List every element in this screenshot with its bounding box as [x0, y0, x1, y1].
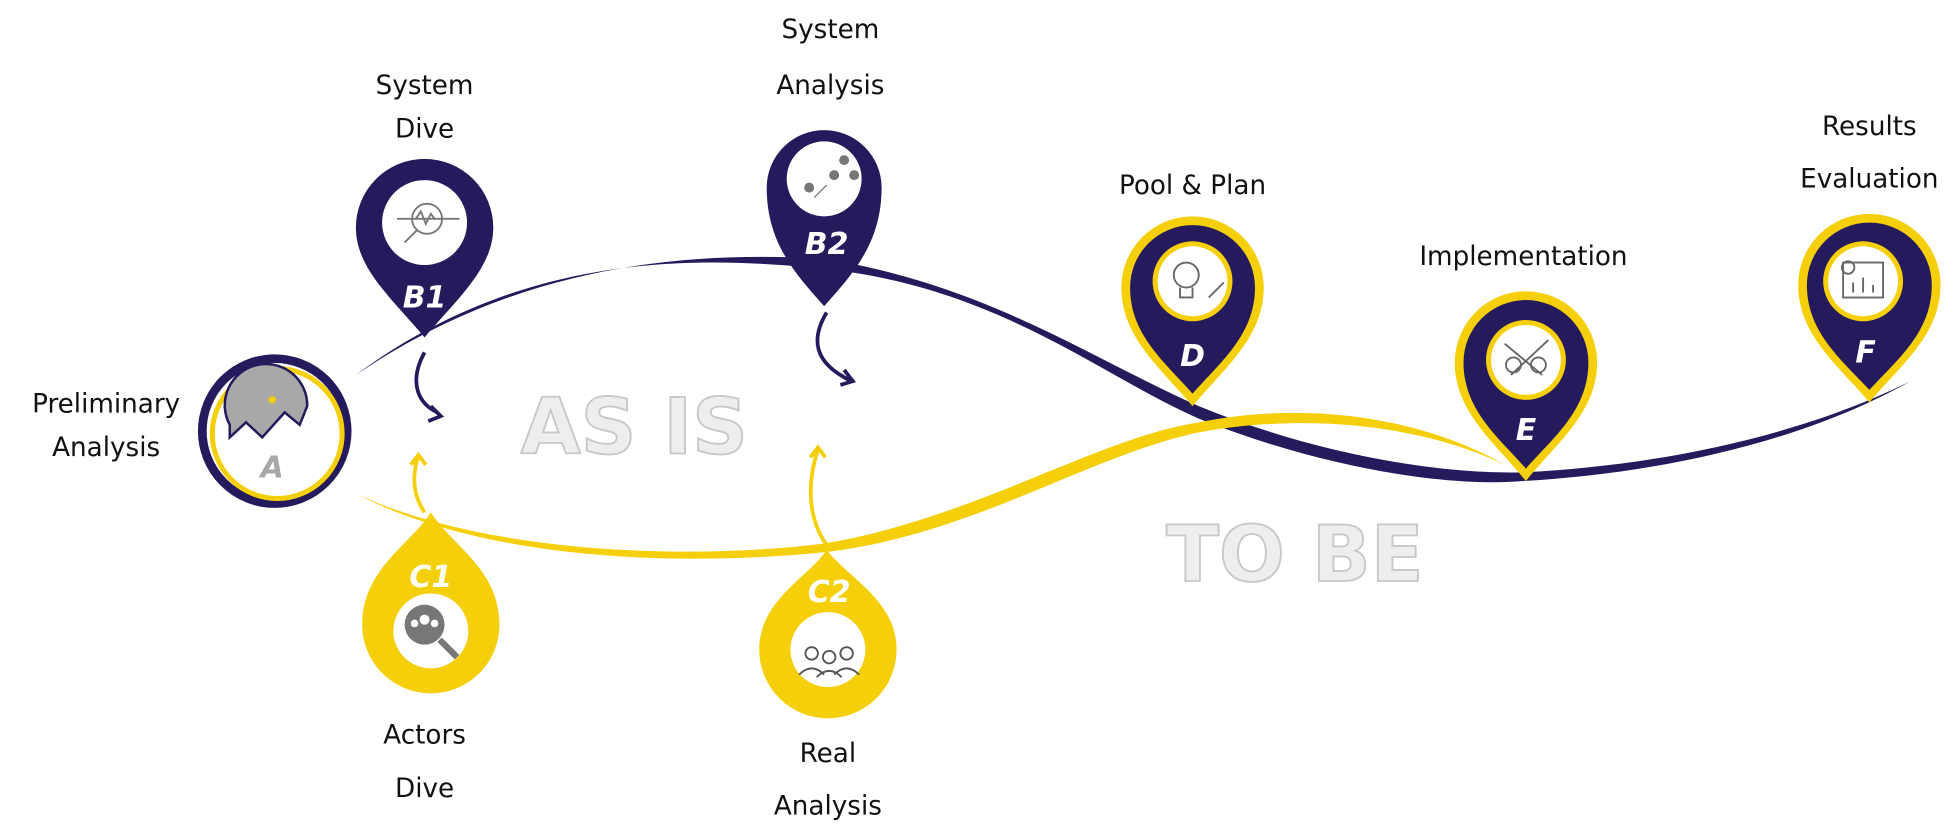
loop-arrow-b1-c1 [409, 351, 445, 514]
stage-b1[interactable]: B1 System Dive [355, 71, 494, 338]
svg-text:E: E [1516, 413, 1537, 448]
svg-text:A: A [259, 450, 284, 485]
svg-text:B1: B1 [403, 280, 447, 315]
gears-rocket-icon [1504, 339, 1550, 376]
team-ideas-icon [798, 646, 860, 678]
svg-text:Dive: Dive [395, 115, 454, 145]
svg-text:C1: C1 [409, 560, 452, 595]
stage-c1[interactable]: C1 Actors Dive [362, 512, 500, 804]
svg-text:Dive: Dive [395, 774, 454, 804]
stage-b2-label: System [782, 15, 880, 45]
stage-c1-label: Actors [383, 720, 466, 750]
lightbulb-pencil-icon [1172, 261, 1225, 299]
svg-text:B2: B2 [805, 227, 849, 262]
to-be-label: TO BE [1166, 510, 1423, 600]
svg-text:Evaluation: Evaluation [1800, 165, 1938, 195]
to-be-path [355, 412, 1505, 559]
stage-d[interactable]: D Pool & Plan [1119, 171, 1266, 407]
stage-e-label: Implementation [1419, 242, 1627, 272]
people-network-icon [804, 155, 860, 199]
svg-text:C2: C2 [808, 575, 851, 610]
speedometer-icon [223, 362, 309, 441]
svg-text:Analysis: Analysis [774, 791, 882, 821]
svg-text:D: D [1180, 339, 1205, 374]
stage-a-label: Preliminary [32, 389, 180, 419]
stage-f[interactable]: F Results Evaluation [1798, 112, 1941, 403]
stage-e[interactable]: E Implementation [1419, 242, 1628, 482]
loop-arrow-b2-c2 [808, 311, 857, 551]
stage-d-label: Pool & Plan [1119, 171, 1266, 201]
dashboard-chart-icon [1840, 260, 1885, 299]
svg-text:Analysis: Analysis [776, 71, 884, 101]
stage-c2[interactable]: C2 Real Analysis [759, 549, 897, 822]
svg-text:F: F [1855, 335, 1876, 370]
stage-c2-label: Real [800, 739, 857, 769]
as-is-label: AS IS [521, 383, 748, 473]
stage-b2[interactable]: B2 System Analysis [766, 15, 885, 307]
stage-f-label: Results [1822, 112, 1917, 142]
magnifier-pulse-icon [397, 202, 460, 244]
stage-a[interactable]: A Preliminary Analysis [32, 354, 352, 508]
people-search-icon [404, 604, 460, 660]
svg-text:Analysis: Analysis [52, 433, 160, 463]
stage-b1-label: System [376, 71, 474, 101]
